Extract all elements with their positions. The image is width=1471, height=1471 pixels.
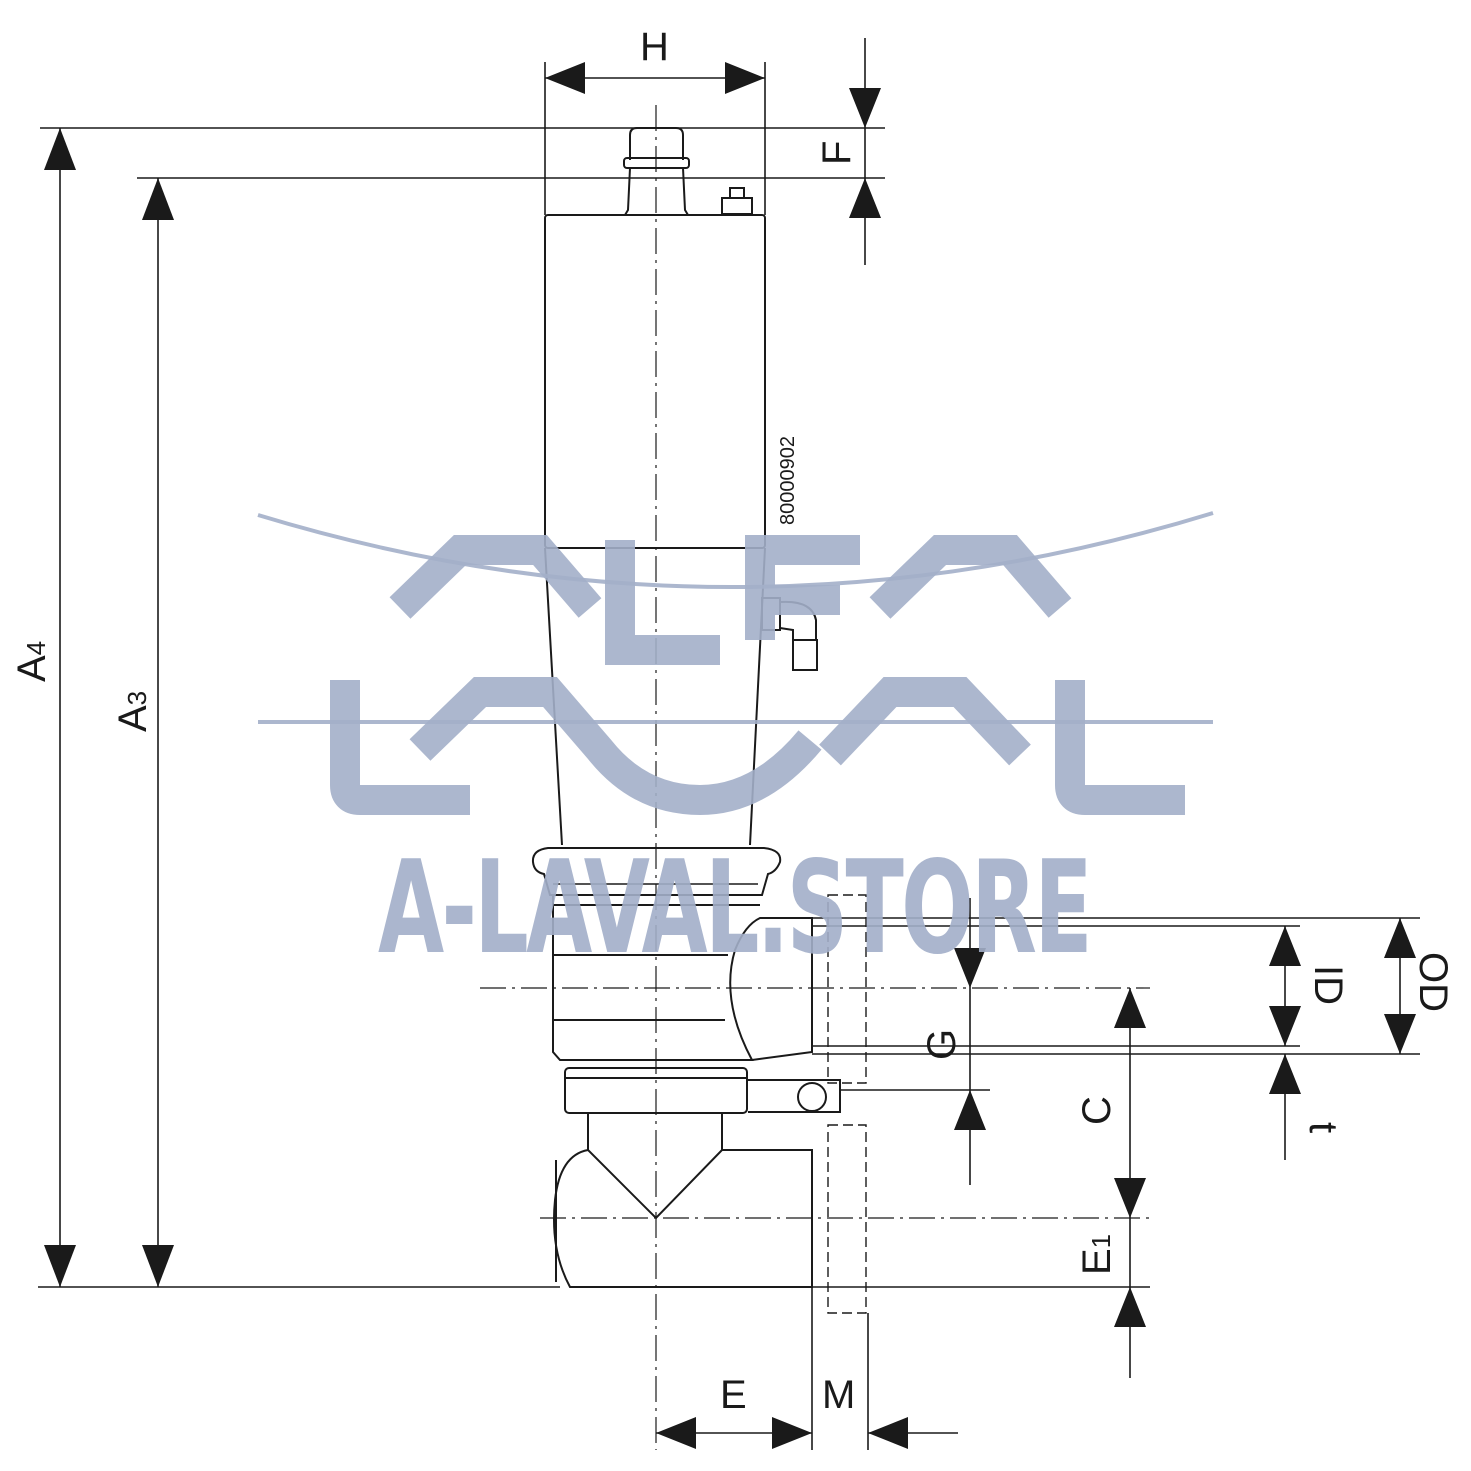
- label-a3: A3: [111, 691, 155, 732]
- label-a4: A4: [10, 641, 54, 682]
- dimension-g: [840, 898, 990, 1185]
- valve-body: [552, 895, 841, 1288]
- label-e: E: [720, 1373, 747, 1417]
- m-outline-upper: [827, 894, 867, 1084]
- watermark-text: A-LAVAL.STORE: [378, 834, 1090, 983]
- clamp: [531, 847, 782, 896]
- dimension-a3: [142, 178, 174, 1287]
- label-f: F: [815, 141, 859, 165]
- label-h: H: [640, 25, 669, 69]
- label-t: t: [1301, 1122, 1345, 1133]
- air-fitting: [623, 127, 753, 216]
- label-e1: E1: [1075, 1234, 1119, 1275]
- dimension-h: [544, 62, 766, 215]
- dimension-f: [40, 38, 885, 265]
- label-c: C: [1075, 1096, 1119, 1125]
- m-outline-lower: [827, 1124, 867, 1314]
- label-m: M: [822, 1373, 855, 1417]
- dimension-c-e1: [812, 988, 1150, 1378]
- part-number: 80000902: [777, 436, 799, 525]
- label-g: G: [920, 1029, 964, 1060]
- label-od: OD: [1411, 952, 1455, 1012]
- alfa-laval-watermark-logo: [257, 511, 1214, 816]
- dimension-a4: [38, 128, 560, 1288]
- actuator-body: [544, 214, 766, 846]
- dimension-id-od-t: [812, 917, 1420, 1160]
- label-id: ID: [1306, 965, 1350, 1005]
- dimension-e-m: [656, 1287, 958, 1450]
